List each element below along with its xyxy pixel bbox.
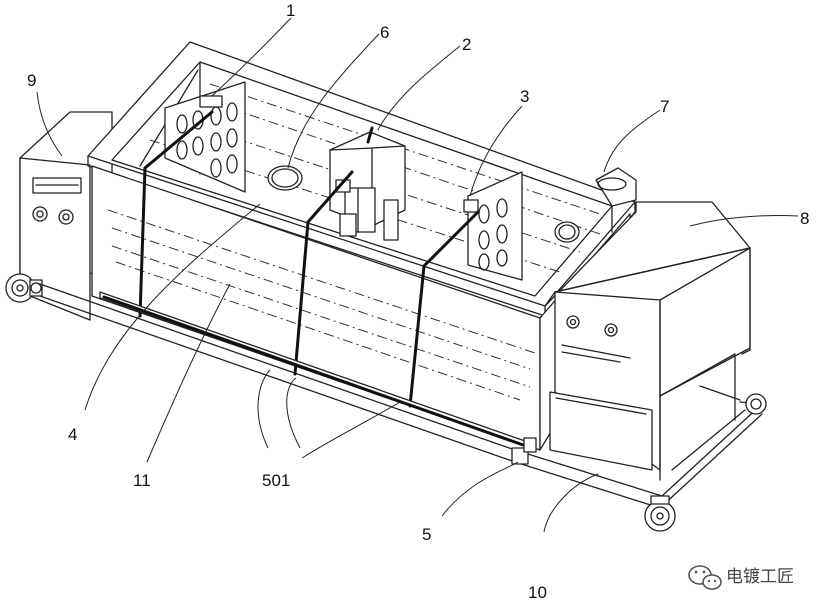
label-4: 4 [68, 425, 77, 444]
label-5: 5 [422, 525, 431, 544]
drain-valve-5 [511, 437, 537, 465]
cabinet-8 [544, 201, 751, 481]
filter-plate-left [164, 81, 246, 193]
label-11: 11 [133, 471, 151, 490]
label-8: 8 [800, 209, 809, 228]
filter-plate-right [463, 171, 523, 281]
right-caster-back [745, 393, 767, 415]
right-caster-front [644, 495, 676, 532]
reference-numerals: 1 2 3 4 5 6 7 8 9 10 11 501 [27, 1, 809, 602]
label-6: 6 [380, 23, 389, 42]
watermark-text: 电镀工匠 [726, 567, 794, 587]
motor-7 [595, 167, 637, 207]
watermark: 电镀工匠 [688, 565, 794, 590]
port-6 [267, 165, 303, 191]
leader-lines [36, 17, 799, 533]
label-9: 9 [27, 71, 36, 90]
wechat-icon [688, 565, 722, 590]
hanger-bar-1 [138, 110, 214, 318]
label-2: 2 [462, 35, 471, 54]
left-caster [5, 273, 43, 303]
label-3: 3 [520, 87, 529, 106]
label-10: 10 [528, 583, 547, 602]
label-501: 501 [262, 471, 290, 490]
label-1: 1 [286, 1, 295, 20]
hanger-bar-3 [408, 210, 480, 408]
hanger-bar-2 [293, 126, 374, 376]
port-right-wall [554, 221, 580, 243]
electrode-assembly-2 [329, 131, 406, 241]
label-7: 7 [660, 97, 669, 116]
